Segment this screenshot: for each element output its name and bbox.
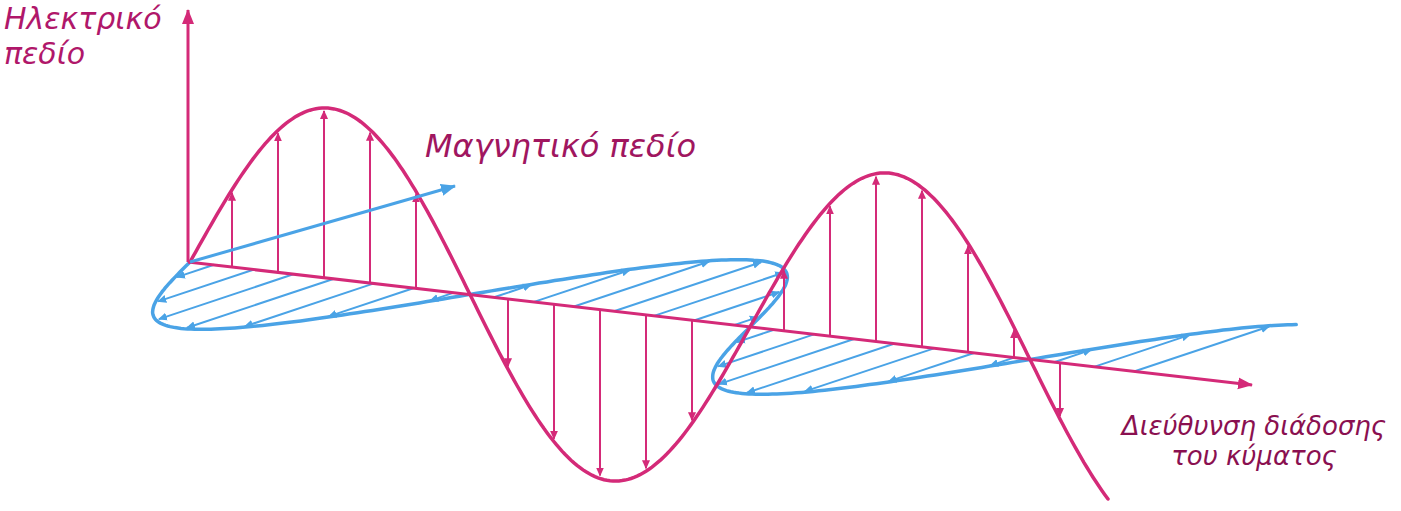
electric-vector [553, 304, 555, 439]
electric-vector [921, 191, 923, 347]
magnetic-field-label: Μαγνητικό πεδίο [425, 128, 755, 165]
magnetic-vector [534, 270, 630, 302]
electric-axis [187, 10, 190, 262]
electric-vector [691, 320, 693, 420]
electric-curve [190, 108, 1108, 499]
magnetic-vector [158, 269, 254, 301]
magnetic-vector [177, 265, 214, 277]
electric-vector [599, 310, 601, 476]
electric-vector [507, 299, 509, 366]
magnetic-vector [574, 262, 709, 307]
magnetic-vector [718, 334, 814, 366]
electric-vector [1059, 363, 1061, 416]
electric-vector [323, 111, 325, 278]
propagation-axis [188, 262, 1252, 385]
magnetic-vector [990, 358, 1014, 366]
electric-vector [875, 177, 877, 342]
magnetic-vector [329, 288, 414, 316]
magnetic-vector [1134, 327, 1269, 372]
magnetic-vector [1094, 335, 1190, 367]
electric-field-label: Ηλεκτρικό πεδίο [4, 2, 180, 71]
magnetic-vector [494, 285, 531, 297]
electric-vector [415, 194, 417, 288]
magnetic-vector [159, 274, 294, 319]
magnetic-vector [805, 348, 934, 391]
magnetic-axis [190, 186, 455, 262]
magnetic-vector [889, 353, 974, 381]
electric-vector [231, 193, 233, 267]
electric-vector [645, 315, 647, 468]
magnetic-vector [245, 283, 374, 326]
electric-field-wave [190, 108, 1108, 499]
propagation-label: Διεύθυνση διάδοσης του κύματος [1112, 412, 1396, 472]
electric-vector [967, 246, 969, 352]
electric-vector [369, 133, 371, 283]
magnetic-vector [654, 273, 783, 316]
electric-vector [1013, 330, 1015, 357]
electric-vector [783, 271, 785, 331]
electric-vector [829, 206, 831, 336]
electric-vector [277, 133, 279, 272]
magnetic-vector [1054, 350, 1091, 362]
